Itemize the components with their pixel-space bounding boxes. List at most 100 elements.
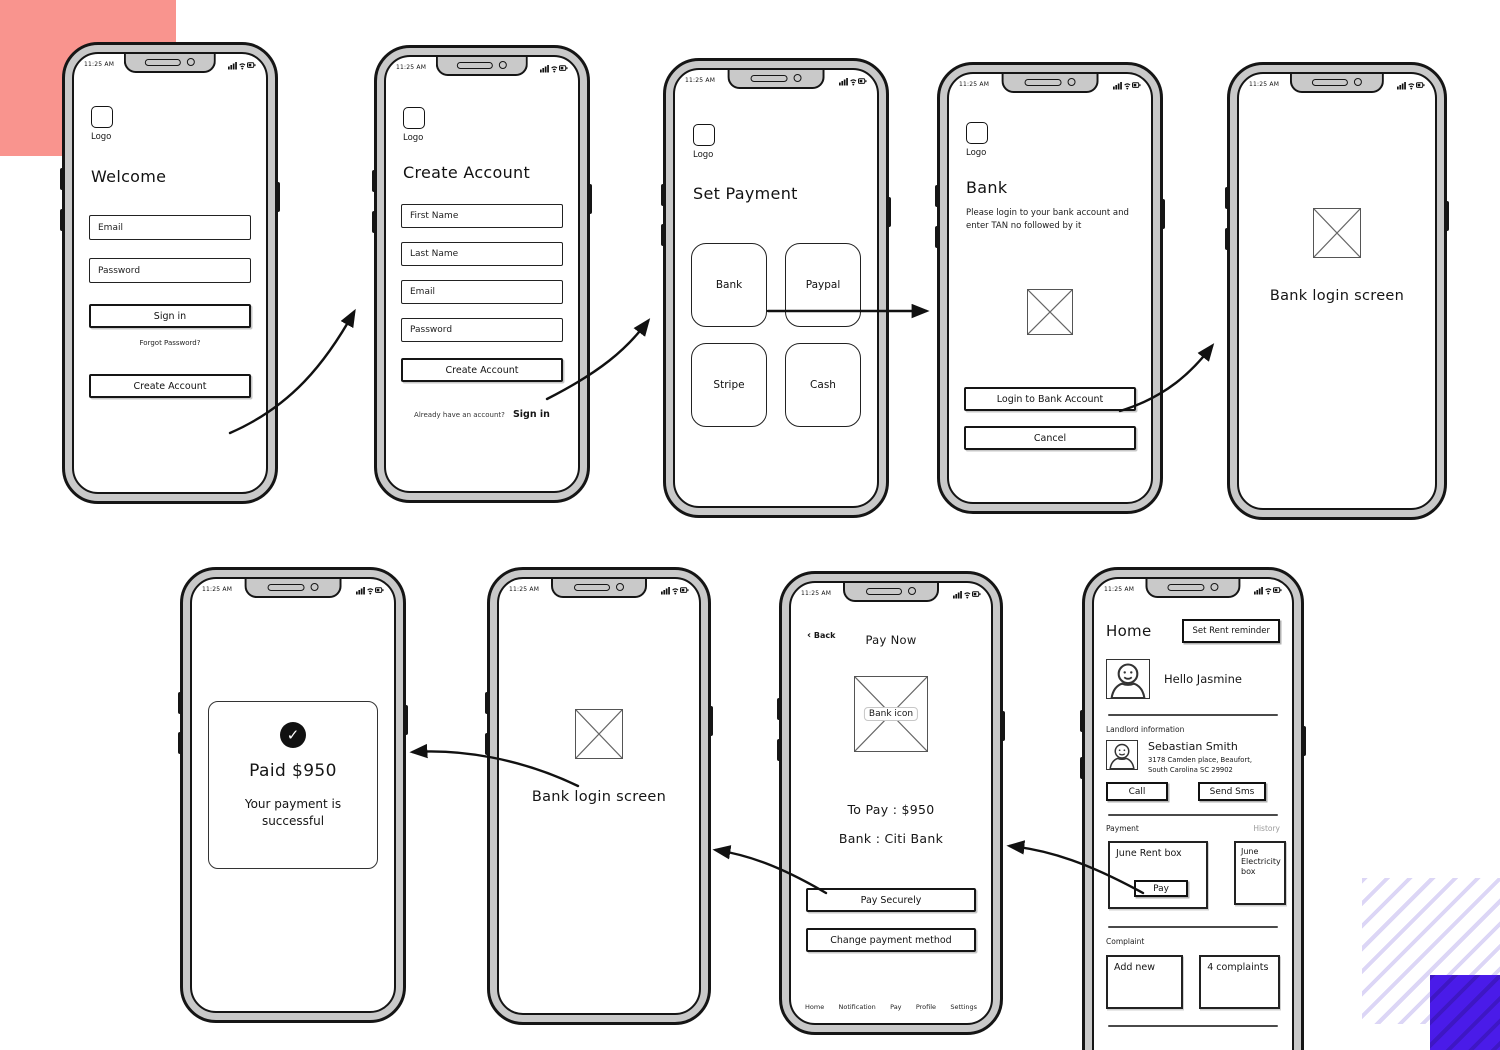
payment-option-cash[interactable]: Cash — [785, 343, 861, 427]
screen-welcome: 11:25 AM Logo Welcome Sign in Forgot Pas… — [72, 52, 268, 494]
speaker-icon — [267, 583, 305, 591]
change-payment-method-button[interactable]: Change payment method — [806, 928, 976, 952]
phone-bank-login-top: 11:25 AM Bank login screen — [1225, 62, 1449, 520]
camera-icon — [1210, 583, 1219, 591]
screen-bank-login-top: 11:25 AM Bank login screen — [1237, 72, 1437, 510]
logo-label: Logo — [403, 133, 424, 143]
phone-create-account: 11:25 AM Logo Create Account Creat — [372, 45, 592, 503]
password-input[interactable] — [401, 318, 563, 342]
forgot-password-link[interactable]: Forgot Password? — [139, 339, 201, 347]
phone-set-payment: 11:25 AM Logo Set Payment Bank Paypal S — [661, 58, 891, 518]
speaker-icon — [1024, 78, 1062, 86]
screen-pay-now: 11:25 AM ‹ Back Pay Now Bank icon To Pa — [789, 581, 993, 1025]
camera-icon — [1067, 78, 1076, 86]
pay-button[interactable]: Pay — [1134, 880, 1188, 897]
history-tab[interactable]: History — [1253, 824, 1280, 833]
screen-create-account: 11:25 AM Logo Create Account Creat — [384, 55, 580, 493]
camera-icon — [908, 587, 917, 595]
landlord-address-line2: South Carolina SC 29902 — [1148, 766, 1233, 774]
screen-payment-success: 11:25 AM ✓ Paid $950 Your payment is suc… — [190, 577, 396, 1013]
status-icons-svg — [1254, 586, 1282, 594]
create-account-button[interactable]: Create Account — [89, 374, 251, 398]
nav-pay[interactable]: Pay — [890, 1003, 902, 1011]
status-icons-svg — [661, 586, 689, 594]
bank-login-image-placeholder — [1313, 208, 1361, 258]
first-name-input[interactable] — [401, 204, 563, 228]
june-rent-card[interactable]: June Rent box Pay — [1108, 841, 1208, 909]
bank-login-caption: Bank login screen — [531, 789, 667, 805]
logo-label: Logo — [91, 132, 112, 142]
screen-home: 11:25 AM Home Set Rent reminder — [1092, 577, 1294, 1050]
notch — [843, 583, 939, 602]
status-icons — [953, 584, 981, 603]
page-title: Create Account — [403, 163, 531, 182]
screen-set-payment: 11:25 AM Logo Set Payment Bank Paypal S — [673, 68, 879, 508]
cancel-button[interactable]: Cancel — [964, 426, 1136, 451]
speaker-icon — [145, 58, 181, 66]
status-icons-svg — [1113, 81, 1141, 89]
set-rent-reminder-button[interactable]: Set Rent reminder — [1182, 619, 1280, 643]
pay-securely-button[interactable]: Pay Securely — [806, 888, 976, 912]
payment-success-card: ✓ Paid $950 Your payment is successful — [208, 701, 378, 869]
notch — [123, 54, 217, 73]
person-avatar-icon — [1110, 663, 1146, 698]
call-button[interactable]: Call — [1106, 782, 1168, 801]
speaker-icon — [573, 583, 611, 591]
payment-section-label: Payment — [1106, 824, 1139, 833]
already-have-account-text: Already have an account? — [414, 411, 505, 419]
bottom-nav: Home Notification Pay Profile Settings — [805, 1003, 977, 1011]
payment-option-paypal[interactable]: Paypal — [785, 243, 861, 327]
nav-notification[interactable]: Notification — [838, 1003, 876, 1011]
page-title: Bank — [966, 178, 1008, 197]
status-icons-svg — [228, 61, 256, 69]
sign-in-button[interactable]: Sign in — [89, 304, 251, 328]
logo-icon — [403, 107, 425, 129]
status-icons — [1254, 580, 1282, 599]
payment-option-bank[interactable]: Bank — [691, 243, 767, 327]
purple-square-decoration — [1430, 975, 1500, 1050]
notch — [727, 70, 825, 89]
phone-bank: 11:25 AM Logo Bank Please login to your … — [935, 62, 1165, 514]
password-input[interactable] — [89, 258, 251, 283]
speaker-icon — [750, 74, 788, 82]
notch — [1289, 74, 1385, 93]
june-electricity-card[interactable]: June Electricity box — [1234, 841, 1286, 905]
screen-bank-login-bottom: 11:25 AM Bank login screen — [497, 577, 701, 1015]
status-icons-svg — [1397, 81, 1425, 89]
login-to-bank-account-button[interactable]: Login to Bank Account — [964, 387, 1136, 412]
person-avatar-icon — [1109, 743, 1135, 769]
landlord-name: Sebastian Smith — [1148, 740, 1238, 753]
status-icons-svg — [540, 64, 568, 72]
payment-option-stripe[interactable]: Stripe — [691, 343, 767, 427]
complaints-count-card[interactable]: 4 complaints — [1199, 955, 1280, 1009]
status-icons-svg — [356, 586, 384, 594]
status-time: 11:25 AM — [84, 60, 115, 68]
nav-settings[interactable]: Settings — [950, 1003, 977, 1011]
sign-in-link[interactable]: Sign in — [512, 409, 550, 420]
status-time: 11:25 AM — [396, 63, 427, 71]
page-title: Home — [1106, 622, 1152, 640]
email-input[interactable] — [401, 280, 563, 304]
status-time: 11:25 AM — [509, 585, 540, 593]
nav-profile[interactable]: Profile — [915, 1003, 937, 1011]
notch — [551, 579, 647, 598]
bank-name: Bank : Citi Bank — [838, 831, 944, 846]
camera-icon — [498, 61, 507, 69]
status-icons — [228, 55, 256, 74]
add-new-complaint-card[interactable]: Add new — [1106, 955, 1184, 1009]
nav-home[interactable]: Home — [805, 1003, 825, 1011]
landlord-address-line1: 3178 Camden place, Beaufort, — [1148, 756, 1253, 764]
status-icons — [661, 580, 689, 599]
speaker-icon — [457, 61, 493, 69]
create-account-submit-button[interactable]: Create Account — [401, 358, 563, 382]
status-icons — [1113, 75, 1141, 94]
last-name-input[interactable] — [401, 242, 563, 266]
send-sms-button[interactable]: Send Sms — [1198, 782, 1266, 801]
logo-icon — [91, 106, 113, 128]
email-input[interactable] — [89, 215, 251, 240]
bank-icon-placeholder: Bank icon — [854, 676, 928, 752]
status-icons — [839, 71, 867, 90]
phone-bank-login-bottom: 11:25 AM Bank login screen — [485, 567, 713, 1025]
phone-welcome: 11:25 AM Logo Welcome Sign in Forgot Pas… — [60, 42, 280, 504]
back-button[interactable]: ‹ Back — [807, 630, 836, 641]
